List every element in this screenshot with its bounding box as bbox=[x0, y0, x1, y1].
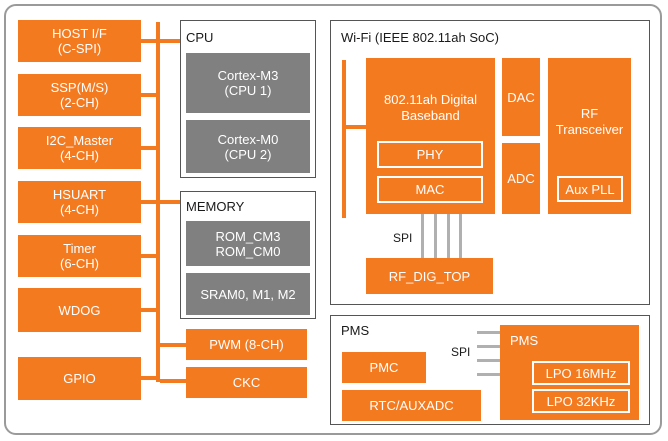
rtc-auxadc-block: RTC/AUXADC bbox=[342, 390, 481, 421]
timer-block: Timer (6-CH) bbox=[18, 235, 141, 277]
bus-stub bbox=[141, 376, 156, 380]
mac-block: MAC bbox=[377, 176, 483, 203]
bus-stub bbox=[160, 379, 186, 383]
bus-stub bbox=[141, 146, 156, 150]
pms-spi-label: SPI bbox=[451, 345, 471, 359]
bus-stub bbox=[160, 200, 180, 204]
diagram-frame bbox=[4, 4, 662, 435]
dac-block: DAC bbox=[502, 58, 540, 136]
pms-spi-line bbox=[477, 359, 500, 362]
aux-pll-block: Aux PLL bbox=[557, 176, 623, 202]
sram-block: SRAM0, M1, M2 bbox=[186, 273, 310, 315]
wifi-spi-label: SPI bbox=[393, 231, 413, 245]
pms-spi-line bbox=[477, 373, 500, 376]
spi-line bbox=[459, 214, 462, 258]
cpu-title: CPU bbox=[186, 30, 214, 45]
spi-line bbox=[447, 214, 450, 258]
bus-stub bbox=[141, 200, 156, 204]
cortex-m3-block: Cortex-M3 (CPU 1) bbox=[186, 53, 310, 113]
pms-title: PMS bbox=[341, 323, 370, 338]
hsuart-block: HSUART (4-CH) bbox=[18, 181, 141, 223]
pmc-block: PMC bbox=[342, 352, 426, 383]
bus-stub bbox=[141, 254, 156, 258]
rf-dig-top-block: RF_DIG_TOP bbox=[366, 258, 493, 294]
bus-stub bbox=[141, 39, 156, 43]
host-if-block: HOST I/F (C-SPI) bbox=[18, 20, 141, 62]
wifi-bus-line bbox=[342, 60, 346, 218]
bus-stub bbox=[141, 308, 156, 312]
memory-title: MEMORY bbox=[186, 199, 245, 214]
i2c-master-block: I2C_Master (4-CH) bbox=[18, 127, 141, 169]
rom-block: ROM_CM3 ROM_CM0 bbox=[186, 221, 310, 266]
rf-transceiver-block: RF Transceiver bbox=[548, 58, 631, 214]
wifi-title: Wi-Fi (IEEE 802.11ah SoC) bbox=[341, 30, 499, 45]
bus-stub bbox=[141, 93, 156, 97]
gpio-block: GPIO bbox=[18, 357, 141, 400]
pms-block: PMS bbox=[500, 325, 639, 420]
ssp-block: SSP(M/S) (2-CH) bbox=[18, 74, 141, 116]
system-bus-line bbox=[156, 22, 160, 382]
spi-line bbox=[434, 214, 437, 258]
cortex-m0-block: Cortex-M0 (CPU 2) bbox=[186, 120, 310, 173]
bus-stub bbox=[160, 343, 186, 347]
wdog-block: WDOG bbox=[18, 288, 141, 332]
baseband-block: 802.11ah Digital Baseband bbox=[366, 58, 495, 214]
pms-spi-line bbox=[477, 345, 500, 348]
wifi-bus-stub bbox=[346, 125, 366, 129]
adc-block: ADC bbox=[502, 143, 540, 214]
ckc-block: CKC bbox=[186, 367, 307, 398]
spi-line bbox=[421, 214, 424, 258]
lpo-32khz-block: LPO 32KHz bbox=[532, 389, 630, 413]
pms-spi-line bbox=[477, 331, 500, 334]
phy-block: PHY bbox=[377, 141, 483, 168]
pwm-block: PWM (8-CH) bbox=[186, 329, 307, 360]
lpo-16mhz-block: LPO 16MHz bbox=[532, 361, 630, 385]
bus-stub bbox=[160, 39, 180, 43]
